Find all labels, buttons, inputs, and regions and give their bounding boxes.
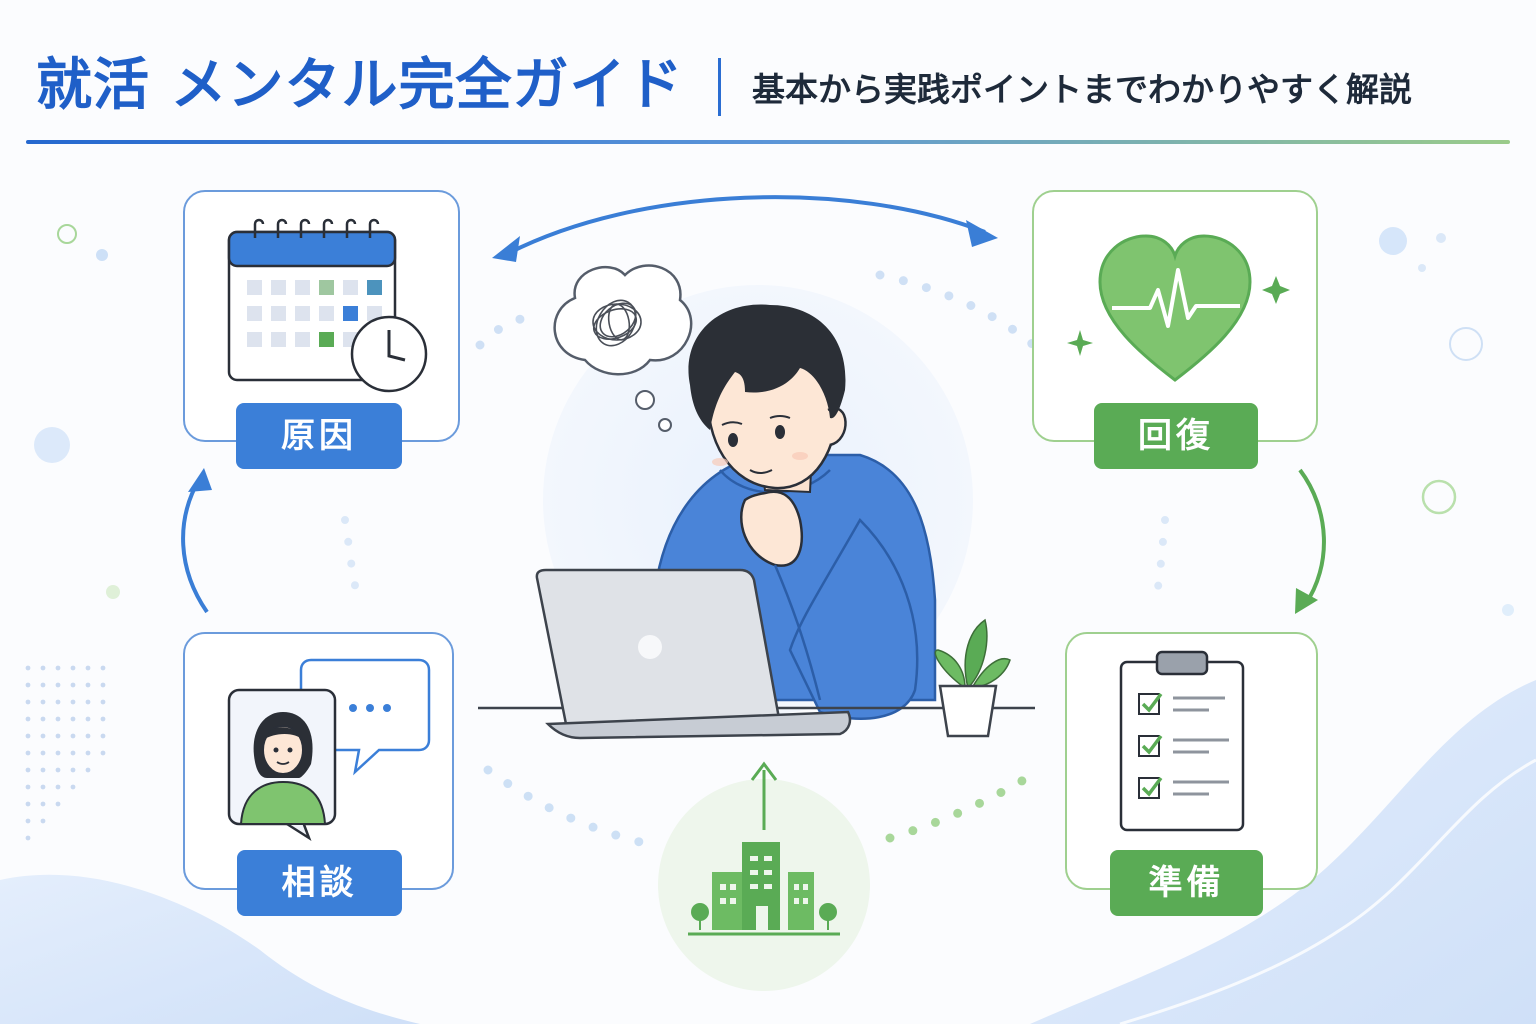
preparation-card: [1065, 632, 1318, 890]
decor-dot: [100, 716, 106, 722]
decor-dot: [40, 699, 46, 705]
decor-dot: [70, 767, 76, 773]
decor-dot: [70, 784, 76, 790]
dot-grid-decoration: [25, 665, 106, 841]
decor-dot: [25, 801, 31, 807]
cause-card: [183, 190, 460, 442]
decor-dot: [100, 682, 106, 688]
decor-dot: [55, 716, 61, 722]
decor-dot: [55, 750, 61, 756]
decor-dot: [25, 835, 31, 841]
tangled-thought-icon: [553, 264, 693, 432]
checklist-clipboard-icon: [1119, 650, 1245, 832]
title-divider: [718, 58, 721, 116]
chat-person-icon: [227, 658, 431, 842]
preparation-label: 準備: [1110, 850, 1263, 916]
decor-dot: [25, 665, 31, 671]
decor-dot: [25, 767, 31, 773]
decorative-circles: [34, 224, 1514, 616]
decor-dot: [25, 750, 31, 756]
decor-dot: [70, 750, 76, 756]
decor-dot: [40, 750, 46, 756]
person-with-laptop-icon: [648, 304, 937, 720]
decor-dot: [25, 784, 31, 790]
decor-dot: [25, 733, 31, 739]
decor-dot: [100, 665, 106, 671]
decor-dot: [100, 733, 106, 739]
decor-dot: [85, 733, 91, 739]
background-wave-left: [0, 874, 420, 1024]
decor-dot: [40, 716, 46, 722]
decor-dot: [85, 665, 91, 671]
decor-dot: [25, 716, 31, 722]
decor-dot: [40, 818, 46, 824]
plant-icon: [934, 618, 1011, 738]
decor-dot: [85, 699, 91, 705]
decor-dot: [55, 699, 61, 705]
decor-dot: [85, 767, 91, 773]
decor-dot: [100, 699, 106, 705]
decor-dot: [70, 699, 76, 705]
title-underline: [26, 140, 1510, 144]
decor-dot: [70, 733, 76, 739]
company-building-icon: [658, 761, 870, 991]
decor-dot: [70, 665, 76, 671]
decor-dot: [25, 699, 31, 705]
cause-label: 原因: [236, 403, 402, 469]
cycle-arrow-right: [1295, 468, 1326, 614]
decor-dot: [40, 733, 46, 739]
decor-dot: [55, 801, 61, 807]
heart-pulse-icon: [1067, 234, 1290, 382]
decor-dot: [55, 682, 61, 688]
decor-dot: [85, 716, 91, 722]
decor-dot: [40, 665, 46, 671]
decor-dot: [85, 682, 91, 688]
decor-dot: [25, 818, 31, 824]
consultation-card: [183, 632, 454, 890]
recovery-label: 回復: [1094, 403, 1258, 469]
decor-dot: [25, 682, 31, 688]
decor-dot: [40, 682, 46, 688]
decor-dot: [70, 682, 76, 688]
calendar-clock-icon: [227, 218, 428, 393]
decor-dot: [55, 784, 61, 790]
decor-dot: [55, 665, 61, 671]
cycle-arrow-left: [181, 468, 212, 614]
consultation-label: 相談: [237, 850, 402, 916]
decor-dot: [70, 716, 76, 722]
laptop-icon: [535, 568, 852, 740]
decor-dot: [40, 767, 46, 773]
background-wave-right: [1030, 680, 1536, 1024]
page-title: 就活 メンタル完全ガイド: [36, 53, 684, 118]
decor-dot: [40, 784, 46, 790]
decor-dot: [100, 750, 106, 756]
recovery-card: [1032, 190, 1318, 442]
decor-dot: [40, 801, 46, 807]
decor-dot: [55, 733, 61, 739]
decor-dot: [55, 767, 61, 773]
page-subtitle: 基本から実践ポイントまでわかりやすく解説: [752, 70, 1412, 109]
cycle-arrow-top: [492, 195, 998, 262]
decor-dot: [85, 750, 91, 756]
